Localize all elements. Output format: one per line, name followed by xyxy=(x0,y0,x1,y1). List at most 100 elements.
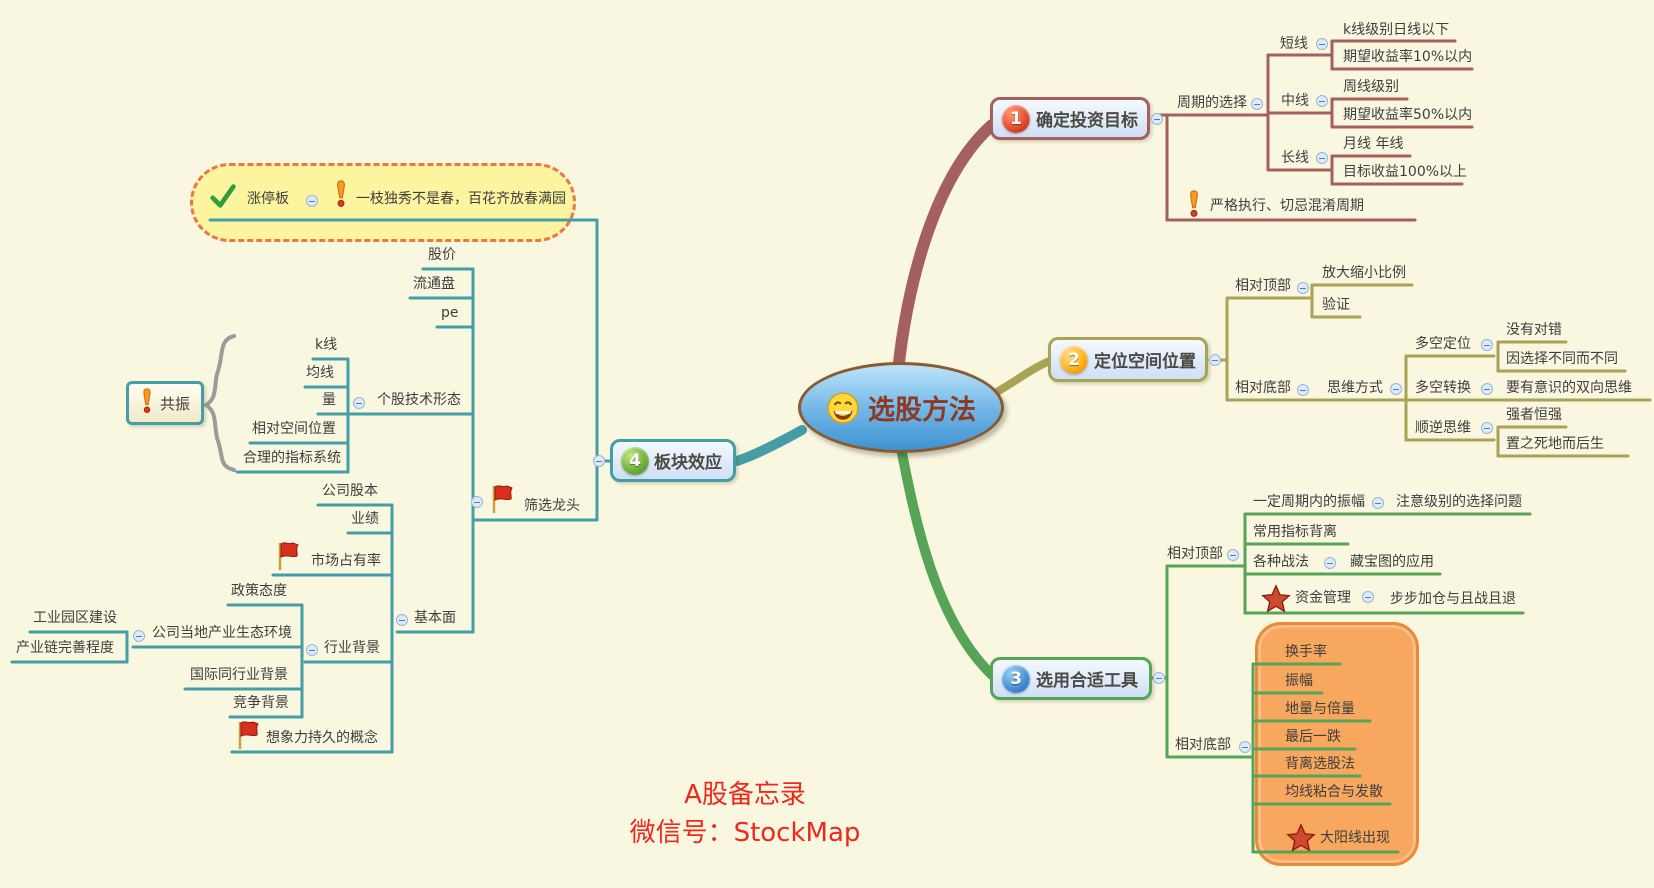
topic-two-way-thinking[interactable]: 要有意识的双向思维 xyxy=(1506,380,1632,396)
collapse-icon[interactable] xyxy=(1362,591,1374,603)
topic-local-industry-ecosystem[interactable]: 公司当地产业生态环境 xyxy=(152,625,292,641)
topic-short-line[interactable]: 短线 xyxy=(1280,36,1308,52)
central-topic[interactable]: 选股方法 xyxy=(798,362,1004,453)
red-flag-icon xyxy=(276,540,302,576)
topic-indicator-divergence[interactable]: 常用指标背离 xyxy=(1253,524,1337,540)
topic-policy-attitude[interactable]: 政策态度 xyxy=(231,583,287,599)
topic-pe[interactable]: pe xyxy=(441,305,459,321)
topic-level-selection-note[interactable]: 注意级别的选择问题 xyxy=(1396,494,1522,510)
resonance-box[interactable]: 共振 xyxy=(126,381,204,425)
topic-big-yang-line[interactable]: 大阳线出现 xyxy=(1320,830,1390,846)
topic-forward-reverse-thinking[interactable]: 顺逆思维 xyxy=(1415,420,1471,436)
topic-resonance: 共振 xyxy=(159,394,190,413)
topic-turnover-rate[interactable]: 换手率 xyxy=(1285,644,1327,660)
collapse-icon[interactable] xyxy=(471,496,483,508)
topic-strong-stay-strong[interactable]: 强者恒强 xyxy=(1506,407,1562,423)
collapse-icon[interactable] xyxy=(1297,282,1309,294)
topic-relative-top-b3[interactable]: 相对顶部 xyxy=(1167,546,1223,562)
topic-last-drop[interactable]: 最后一跌 xyxy=(1285,729,1341,745)
topic-technical-pattern[interactable]: 个股技术形态 xyxy=(377,392,461,408)
brace-shape xyxy=(202,334,236,472)
collapse-icon[interactable] xyxy=(1239,741,1251,753)
topic-long-level[interactable]: 月线 年线 xyxy=(1343,136,1404,152)
collapse-icon[interactable] xyxy=(306,644,318,656)
collapse-icon[interactable] xyxy=(1151,113,1163,125)
topic-relative-top-b2[interactable]: 相对顶部 xyxy=(1235,278,1291,294)
topic-indicator-system[interactable]: 合理的指标系统 xyxy=(243,450,341,466)
topic-moving-average[interactable]: 均线 xyxy=(306,365,334,381)
topic-float-shares[interactable]: 流通盘 xyxy=(413,276,455,292)
topic-industry-background[interactable]: 行业背景 xyxy=(324,640,380,656)
topic-cycle-choice[interactable]: 周期的选择 xyxy=(1177,95,1247,111)
topic-mid-level[interactable]: 周线级别 xyxy=(1343,79,1399,95)
topic-thinking-mode[interactable]: 思维方式 xyxy=(1327,380,1383,396)
topic-company-equity[interactable]: 公司股本 xyxy=(322,483,378,499)
branch4-node[interactable]: 4 板块效应 xyxy=(610,439,736,482)
topic-market-share[interactable]: 市场占有率 xyxy=(311,553,381,569)
topic-zoom-ratio[interactable]: 放大缩小比例 xyxy=(1322,265,1406,281)
topic-stock-price[interactable]: 股价 xyxy=(428,247,456,263)
topic-volume[interactable]: 量 xyxy=(322,392,336,408)
topic-supply-chain-completeness[interactable]: 产业链完善程度 xyxy=(16,640,114,656)
topic-treasure-map-app[interactable]: 藏宝图的应用 xyxy=(1350,554,1434,570)
collapse-icon[interactable] xyxy=(1316,38,1328,50)
collapse-icon[interactable] xyxy=(1324,557,1336,569)
topic-k-line[interactable]: k线 xyxy=(315,337,338,353)
branch3-label: 选用合适工具 xyxy=(1036,671,1138,691)
topic-short-level[interactable]: k线级别日线以下 xyxy=(1343,22,1450,38)
topic-no-right-wrong[interactable]: 没有对错 xyxy=(1506,322,1562,338)
topic-international-peers[interactable]: 国际同行业背景 xyxy=(190,667,288,683)
topic-mid-return[interactable]: 期望收益率50%以内 xyxy=(1343,107,1473,123)
collapse-icon[interactable] xyxy=(1481,339,1493,351)
collapse-icon[interactable] xyxy=(396,614,408,626)
topic-relative-bottom-b2[interactable]: 相对底部 xyxy=(1235,380,1291,396)
collapse-icon[interactable] xyxy=(353,397,365,409)
topic-long-return[interactable]: 目标收益100%以上 xyxy=(1343,164,1468,180)
topic-competition-background[interactable]: 竞争背景 xyxy=(233,695,289,711)
branch2-node[interactable]: 2 定位空间位置 xyxy=(1048,337,1208,382)
collapse-icon[interactable] xyxy=(1227,549,1239,561)
collapse-icon[interactable] xyxy=(1297,384,1309,396)
collapse-icon[interactable] xyxy=(1481,383,1493,395)
collapse-icon[interactable] xyxy=(1316,152,1328,164)
collapse-icon[interactable] xyxy=(1209,354,1221,366)
topic-strict-execution-note[interactable]: 严格执行、切忌混淆周期 xyxy=(1210,198,1364,214)
topic-relative-space-position[interactable]: 相对空间位置 xyxy=(252,421,336,437)
topic-long-line[interactable]: 长线 xyxy=(1281,150,1309,166)
topic-step-add-position[interactable]: 步步加仓与且战且退 xyxy=(1390,591,1516,607)
topic-hundred-flowers-proverb[interactable]: 一枝独秀不是春，百花齐放春满园 xyxy=(356,191,566,207)
topic-fundamentals[interactable]: 基本面 xyxy=(414,610,456,626)
topic-performance[interactable]: 业绩 xyxy=(351,511,379,527)
topic-select-leader[interactable]: 筛选龙头 xyxy=(524,498,580,514)
topic-desperate-rebirth[interactable]: 置之死地而后生 xyxy=(1506,436,1604,452)
collapse-icon[interactable] xyxy=(1481,422,1493,434)
topic-short-return[interactable]: 期望收益率10%以内 xyxy=(1343,49,1473,65)
topic-mid-line[interactable]: 中线 xyxy=(1281,93,1309,109)
collapse-icon[interactable] xyxy=(1251,98,1263,110)
topic-long-short-switch[interactable]: 多空转换 xyxy=(1415,380,1471,396)
topic-relative-bottom-b3[interactable]: 相对底部 xyxy=(1175,737,1231,753)
topic-amplitude[interactable]: 振幅 xyxy=(1285,673,1313,689)
topic-period-amplitude[interactable]: 一定周期内的振幅 xyxy=(1253,494,1365,510)
topic-floor-volume[interactable]: 地量与倍量 xyxy=(1285,701,1355,717)
topic-differ-by-choice[interactable]: 因选择不同而不同 xyxy=(1506,351,1618,367)
collapse-icon[interactable] xyxy=(133,630,145,642)
collapse-icon[interactable] xyxy=(306,195,318,207)
red-flag-icon xyxy=(490,483,516,519)
topic-industrial-park[interactable]: 工业园区建设 xyxy=(33,610,117,626)
collapse-icon[interactable] xyxy=(1372,497,1384,509)
topic-lasting-imagination-concept[interactable]: 想象力持久的概念 xyxy=(266,730,378,746)
collapse-icon[interactable] xyxy=(1316,95,1328,107)
branch1-node[interactable]: 1 确定投资目标 xyxy=(990,97,1150,140)
collapse-icon[interactable] xyxy=(1153,672,1165,684)
topic-ma-converge-diverge[interactable]: 均线粘合与发散 xyxy=(1285,784,1383,800)
topic-verify[interactable]: 验证 xyxy=(1322,297,1350,313)
topic-divergence-selection[interactable]: 背离选股法 xyxy=(1285,756,1355,772)
collapse-icon[interactable] xyxy=(593,455,605,467)
topic-limit-up-board[interactable]: 涨停板 xyxy=(247,191,289,207)
topic-various-tactics[interactable]: 各种战法 xyxy=(1253,554,1309,570)
topic-money-management[interactable]: 资金管理 xyxy=(1295,590,1351,606)
topic-long-short-position[interactable]: 多空定位 xyxy=(1415,336,1471,352)
branch3-node[interactable]: 3 选用合适工具 xyxy=(990,657,1152,700)
collapse-icon[interactable] xyxy=(1390,383,1402,395)
